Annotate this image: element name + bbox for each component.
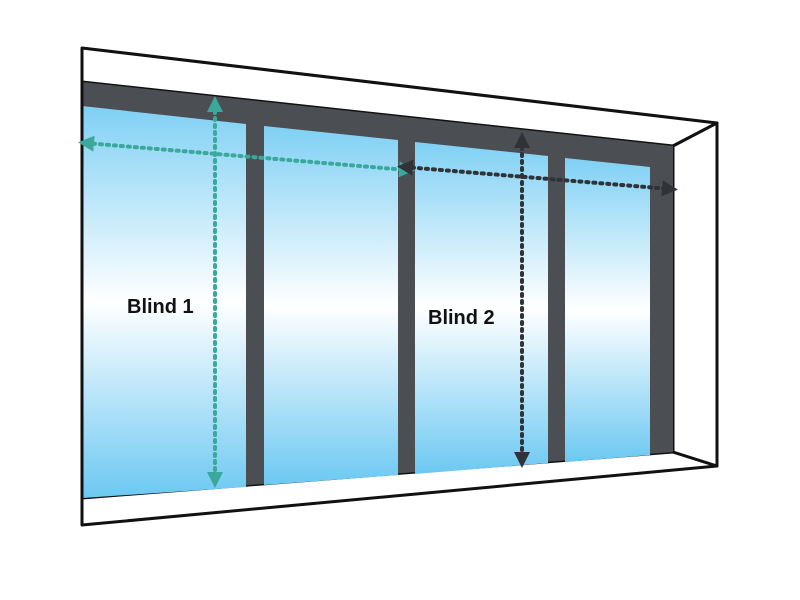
blind-1-label: Blind 1 <box>127 296 194 318</box>
blind-2-width-arrow <box>397 159 678 197</box>
glass-pane-4 <box>565 158 650 462</box>
blind-1-width-arrow <box>78 135 415 178</box>
window-reveal-panel <box>671 121 719 468</box>
glass-pane-2 <box>264 126 398 485</box>
glass-pane-1 <box>82 106 246 498</box>
blind-2-label: Blind 2 <box>428 307 495 329</box>
